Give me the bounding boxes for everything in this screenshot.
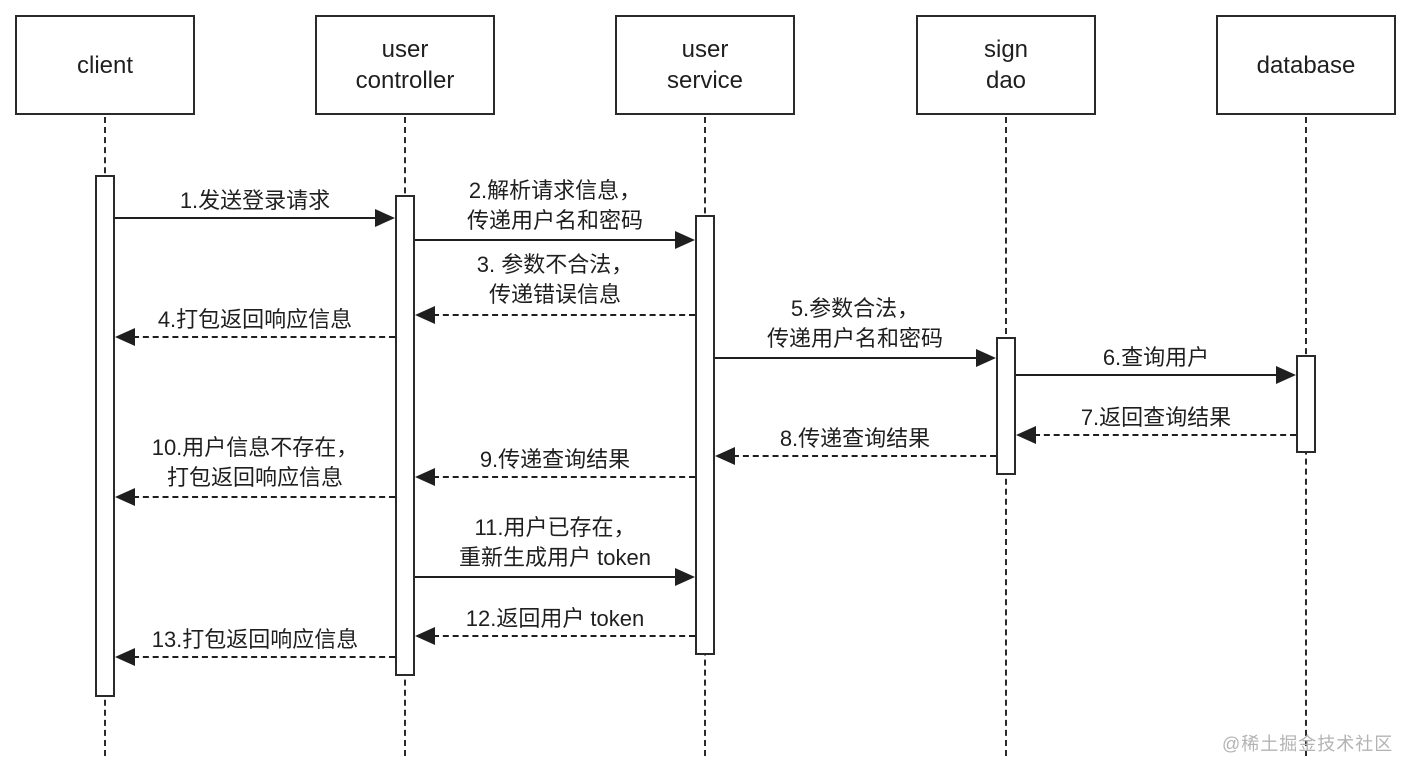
message-10-arrowhead-icon (115, 488, 135, 506)
participant-box-client: client (15, 15, 195, 115)
participant-box-user-service: user service (615, 15, 795, 115)
message-13-line (133, 656, 395, 658)
participant-label-client: client (76, 51, 134, 79)
message-5-label: 5.参数合法， 传递用户名和密码 (766, 296, 943, 351)
message-2-arrowhead-icon (675, 231, 695, 249)
message-2-line (415, 239, 677, 241)
participant-label-database: database (1256, 51, 1356, 79)
message-6-line (1016, 374, 1278, 376)
message-3-label: 3. 参数不合法， 传递错误信息 (476, 252, 634, 307)
message-1-arrowhead-icon (375, 209, 395, 227)
message-8-arrowhead-icon (715, 447, 735, 465)
message-11-label: 11.用户已存在， 重新生成用户 token (459, 515, 651, 570)
message-12-label: 12.返回用户 token (465, 606, 645, 631)
message-13-arrowhead-icon (115, 648, 135, 666)
message-8-line (733, 455, 996, 457)
message-6-arrowhead-icon (1276, 366, 1296, 384)
message-12-line (433, 635, 695, 637)
activation-database (1296, 355, 1316, 453)
message-10-line (133, 496, 395, 498)
message-13-label: 13.打包返回响应信息 (151, 627, 359, 652)
activation-user-controller (395, 195, 415, 676)
message-1-line (115, 217, 377, 219)
participant-box-sign-dao: sign dao (916, 15, 1096, 115)
message-9-line (433, 476, 695, 478)
message-11-arrowhead-icon (675, 568, 695, 586)
message-9-arrowhead-icon (415, 468, 435, 486)
activation-sign-dao (996, 337, 1016, 475)
participant-box-user-controller: user controller (315, 15, 495, 115)
message-4-label: 4.打包返回响应信息 (157, 307, 353, 332)
message-1-label: 1.发送登录请求 (179, 188, 331, 213)
message-7-arrowhead-icon (1016, 426, 1036, 444)
message-3-line (433, 314, 695, 316)
message-9-label: 9.传递查询结果 (479, 447, 631, 472)
message-7-label: 7.返回查询结果 (1080, 405, 1232, 430)
activation-user-service (695, 215, 715, 655)
participant-box-database: database (1216, 15, 1396, 115)
activation-client (95, 175, 115, 697)
message-7-line (1034, 434, 1296, 436)
participant-label-user-service: user service (666, 36, 744, 94)
message-4-line (133, 336, 395, 338)
message-2-label: 2.解析请求信息， 传递用户名和密码 (466, 178, 643, 233)
message-3-arrowhead-icon (415, 306, 435, 324)
message-12-arrowhead-icon (415, 627, 435, 645)
message-5-line (715, 357, 978, 359)
watermark: @稀土掘金技术社区 (1222, 734, 1394, 754)
message-4-arrowhead-icon (115, 328, 135, 346)
message-8-label: 8.传递查询结果 (779, 426, 931, 451)
message-11-line (415, 576, 677, 578)
message-10-label: 10.用户信息不存在， 打包返回响应信息 (151, 435, 359, 490)
message-5-arrowhead-icon (976, 349, 996, 367)
participant-label-user-controller: user controller (355, 36, 455, 94)
message-6-label: 6.查询用户 (1102, 345, 1210, 370)
participant-label-sign-dao: sign dao (983, 36, 1029, 94)
